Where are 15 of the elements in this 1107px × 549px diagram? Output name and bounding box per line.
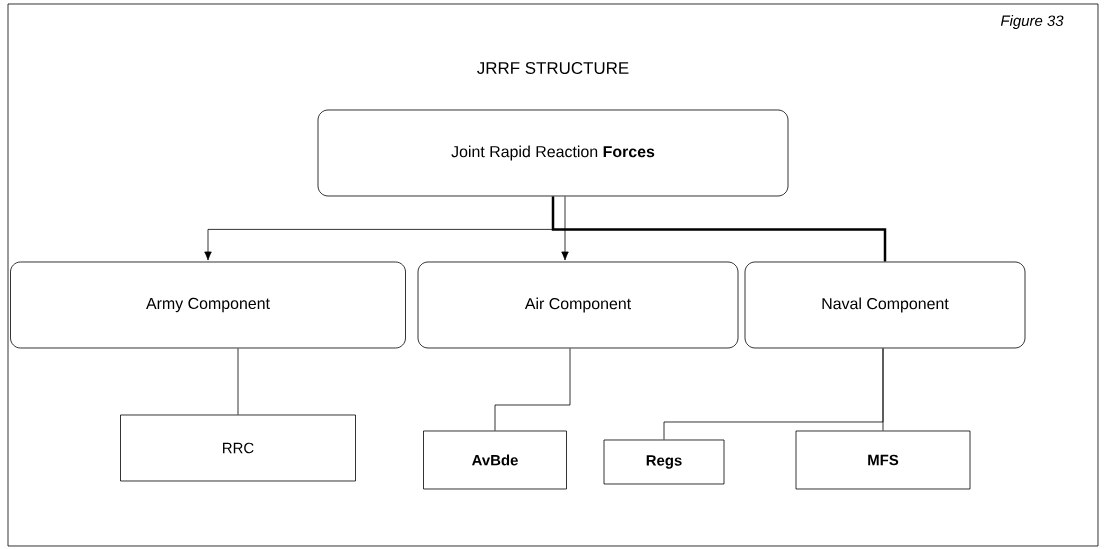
connector bbox=[494, 348, 571, 431]
title: JRRF STRUCTURE bbox=[477, 62, 629, 74]
connector bbox=[882, 348, 884, 431]
connector bbox=[561, 196, 569, 261]
rounded-box: Joint Rapid Reaction Forces bbox=[317, 109, 789, 197]
rounded-box: Naval Component bbox=[744, 261, 1026, 349]
rounded-box: Army Component bbox=[10, 261, 406, 349]
connector bbox=[237, 348, 239, 415]
box: RRC bbox=[120, 414, 356, 482]
figure-number: Figure 33 bbox=[1000, 15, 1064, 29]
rounded-box: Air Component bbox=[417, 261, 739, 349]
box: MFS bbox=[795, 430, 971, 490]
box: Regs bbox=[603, 439, 725, 485]
box: AvBde bbox=[423, 430, 567, 490]
connector bbox=[551, 196, 887, 262]
